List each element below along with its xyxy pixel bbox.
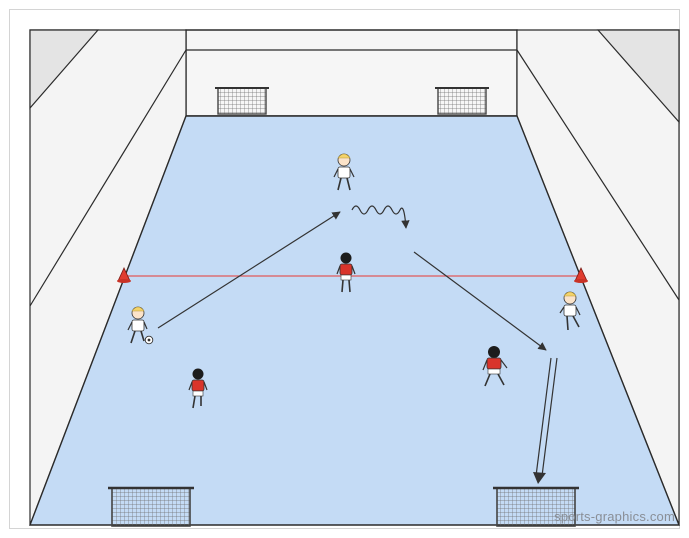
goal-back-right <box>435 88 489 114</box>
goal-back-left <box>215 88 269 114</box>
ball <box>145 336 153 344</box>
watermark: sports-graphics.com <box>554 509 675 524</box>
goal-front-left <box>108 488 194 526</box>
